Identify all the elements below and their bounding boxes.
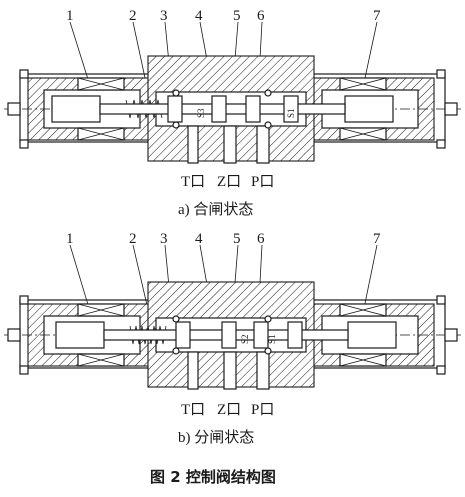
figure-title: 图 2 控制阀结构图	[150, 468, 276, 486]
spool-label-s1: S1	[286, 108, 296, 118]
spool-label-s3: S3	[196, 108, 206, 118]
part-number-3: 3	[160, 8, 168, 24]
part-number-6: 6	[257, 231, 265, 247]
spool-label-s2: S2	[240, 334, 250, 344]
caption-opening-state: b) 分闸状态	[178, 429, 254, 446]
spool-label-s1: S1	[267, 334, 277, 344]
part-number-2: 2	[129, 231, 137, 247]
port-z: Z口	[217, 174, 241, 190]
part-number-1: 1	[66, 231, 74, 247]
part-number-5: 5	[233, 8, 241, 24]
part-number-7: 7	[373, 231, 381, 247]
port-p: P口	[251, 402, 274, 418]
part-number-7: 7	[373, 8, 381, 24]
left-armature	[51, 95, 101, 123]
valve-spool	[103, 315, 349, 355]
right-armature	[344, 95, 394, 123]
solenoid-coils	[77, 303, 387, 367]
port-t: T口	[181, 174, 205, 190]
left-armature	[55, 321, 105, 349]
part-number-4: 4	[195, 231, 203, 247]
part-number-5: 5	[233, 231, 241, 247]
part-number-6: 6	[257, 8, 265, 24]
port-t: T口	[181, 402, 205, 418]
solenoid-coils	[77, 77, 387, 141]
panel-opening: 1 2 3 4 5 6 7	[4, 231, 461, 446]
port-z: Z口	[217, 402, 241, 418]
caption-closing-state: a) 合闸状态	[178, 201, 253, 218]
spring	[129, 325, 167, 345]
end-bolts	[7, 295, 458, 375]
part-number-4: 4	[195, 8, 203, 24]
panel-closing: 1 2 3 4 5 6 7	[4, 8, 461, 218]
port-p: P口	[251, 174, 274, 190]
end-bolts	[7, 69, 458, 149]
valve-spool	[99, 89, 346, 129]
right-armature	[347, 321, 397, 349]
part-number-3: 3	[160, 231, 168, 247]
part-number-2: 2	[129, 8, 137, 24]
part-number-1: 1	[66, 8, 74, 24]
